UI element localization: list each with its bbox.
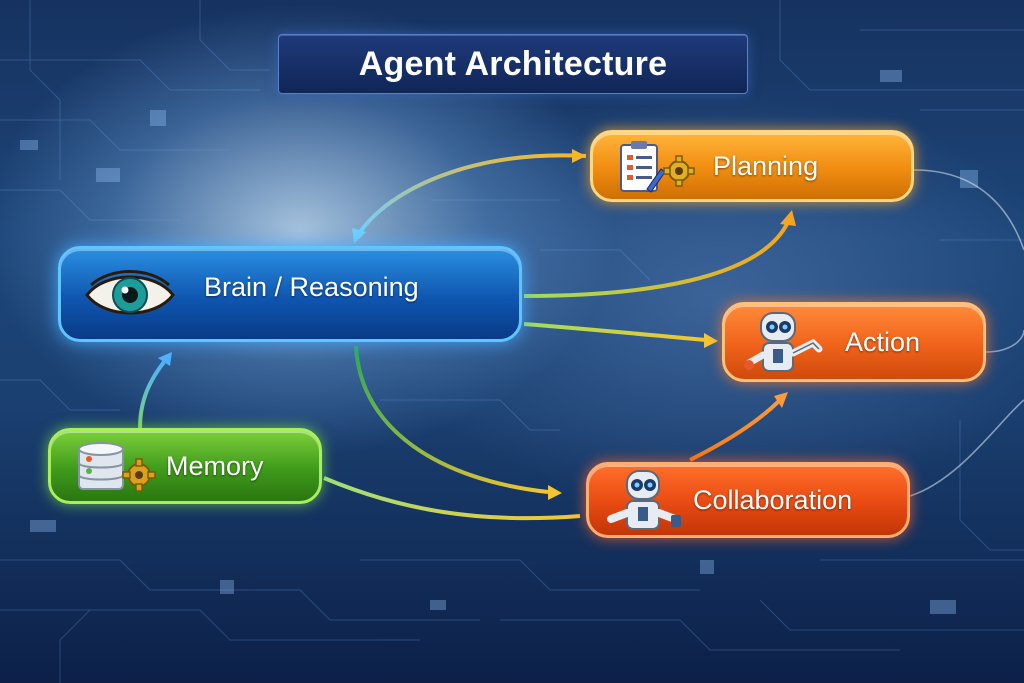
- diagram-title-bar: Agent Architecture: [278, 34, 748, 94]
- clipboard-gear-icon: [620, 141, 695, 193]
- edge-brain-to-action: [523, 322, 718, 348]
- node-collaboration-label: Collaboration: [693, 485, 853, 515]
- edge-brain-to-planning: [523, 210, 796, 298]
- robot-icon: [607, 470, 681, 530]
- node-brain-reasoning-label: Brain / Reasoning: [204, 272, 419, 302]
- robot-icon: [744, 312, 823, 372]
- node-memory-label: Memory: [166, 451, 264, 481]
- node-action: Action: [722, 302, 986, 382]
- edge-memory-to-collaboration: [323, 476, 581, 521]
- edge-memory-to-brain: [138, 352, 172, 429]
- node-planning-label: Planning: [713, 151, 819, 181]
- eye-icon: [85, 270, 175, 315]
- node-brain-reasoning: Brain / Reasoning: [58, 246, 522, 342]
- node-planning: Planning: [590, 130, 914, 202]
- edge-planning-to-brain: [352, 149, 587, 244]
- database-gear-icon: [78, 442, 156, 492]
- edge-collaboration-to-action: [689, 392, 788, 462]
- node-memory: Memory: [48, 428, 322, 504]
- node-collaboration: Collaboration: [586, 462, 910, 538]
- edge-brain-to-collaboration: [354, 345, 562, 500]
- diagram-title: Agent Architecture: [358, 44, 668, 83]
- node-action-label: Action: [845, 327, 921, 357]
